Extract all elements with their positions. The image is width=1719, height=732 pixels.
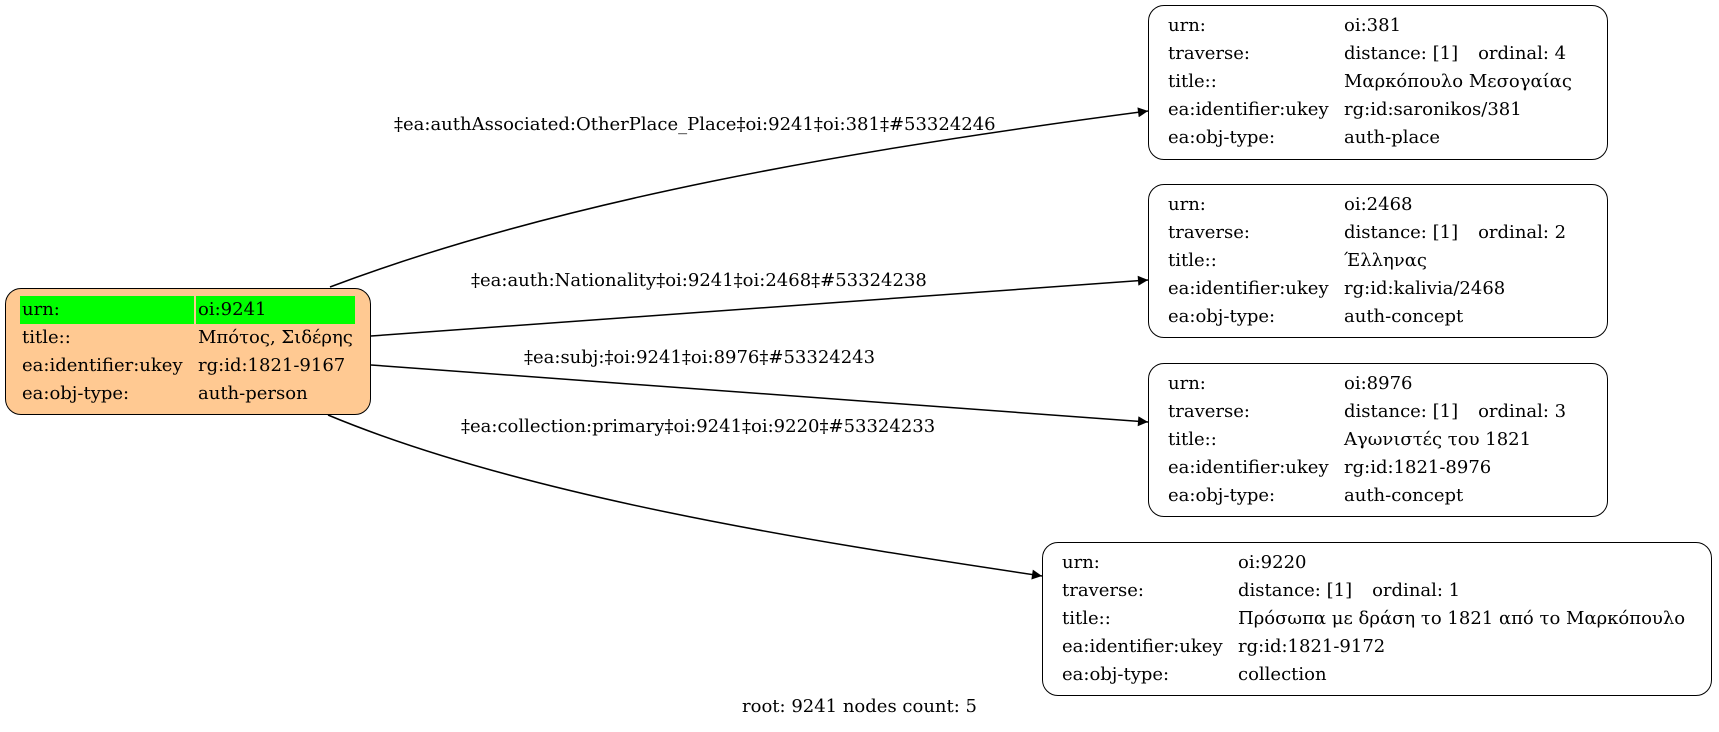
- edge-subject[interactable]: [370, 364, 1149, 427]
- type-key: ea:obj-type:: [1062, 664, 1170, 685]
- node-nationality[interactable]: urn: oi:2468 traverse: distance: [1] ordi…: [1148, 184, 1608, 338]
- type-value: auth-concept: [1344, 306, 1464, 327]
- ukey-key: ea:identifier:ukey: [1062, 636, 1223, 657]
- title-value: Μαρκόπουλο Μεσογαίας: [1344, 71, 1572, 92]
- title-key: title::: [22, 327, 71, 348]
- title-value: Μπότος, Σιδέρης: [198, 327, 353, 348]
- edge-collection[interactable]: [327, 414, 1043, 580]
- node-subject[interactable]: urn: oi:8976 traverse: distance: [1] ordi…: [1148, 363, 1608, 517]
- ukey-value: rg:id:1821-9172: [1238, 636, 1386, 657]
- title-value: Έλληνας: [1344, 250, 1427, 271]
- node-collection[interactable]: urn: oi:9220 traverse: distance: [1] ordi…: [1042, 542, 1712, 696]
- traverse-value: distance: [1] ordinal: 3: [1342, 398, 1568, 426]
- edge-label-subject: ‡ea:subj:‡oi:9241‡oi:8976‡#53324243: [524, 347, 875, 368]
- ordinal-value: ordinal: 1: [1372, 580, 1461, 601]
- urn-key: urn:: [1168, 15, 1206, 36]
- type-value: auth-concept: [1344, 485, 1464, 506]
- urn-value: oi:8976: [1344, 373, 1413, 394]
- ukey-value: rg:id:saronikos/381: [1344, 99, 1522, 120]
- distance-value: distance: [1]: [1344, 401, 1459, 422]
- edge-label-collection: ‡ea:collection:primary‡oi:9241‡oi:9220‡#…: [461, 416, 935, 437]
- urn-key: urn:: [20, 296, 194, 324]
- ukey-value: rg:id:1821-9167: [198, 355, 346, 376]
- traverse-value: distance: [1] ordinal: 2: [1342, 219, 1568, 247]
- ukey-value: rg:id:1821-8976: [1344, 457, 1492, 478]
- traverse-key: traverse:: [1168, 222, 1250, 243]
- type-value: auth-place: [1344, 127, 1440, 148]
- ordinal-value: ordinal: 2: [1478, 222, 1567, 243]
- type-value: collection: [1238, 664, 1327, 685]
- title-key: title::: [1168, 71, 1217, 92]
- urn-value: oi:9220: [1238, 552, 1307, 573]
- ukey-key: ea:identifier:ukey: [1168, 278, 1329, 299]
- urn-key: urn:: [1062, 552, 1100, 573]
- title-key: title::: [1062, 608, 1111, 629]
- urn-value: oi:2468: [1344, 194, 1413, 215]
- distance-value: distance: [1]: [1344, 43, 1459, 64]
- edge-place[interactable]: [329, 107, 1149, 288]
- urn-value: oi:381: [1344, 15, 1402, 36]
- traverse-value: distance: [1] ordinal: 1: [1236, 577, 1687, 605]
- edge-label-nationality: ‡ea:auth:Nationality‡oi:9241‡oi:2468‡#53…: [471, 270, 927, 291]
- traverse-value: distance: [1] ordinal: 4: [1342, 40, 1574, 68]
- ukey-key: ea:identifier:ukey: [1168, 99, 1329, 120]
- ukey-value: rg:id:kalivia/2468: [1344, 278, 1506, 299]
- type-value: auth-person: [198, 383, 308, 404]
- root-node[interactable]: urn: oi:9241 title:: Μπότος, Σιδέρης ea:…: [5, 288, 371, 415]
- graph-footer: root: 9241 nodes count: 5: [742, 696, 977, 717]
- node-place[interactable]: urn: oi:381 traverse: distance: [1] ordin…: [1148, 5, 1608, 160]
- traverse-key: traverse:: [1168, 401, 1250, 422]
- urn-key: urn:: [1168, 194, 1206, 215]
- distance-value: distance: [1]: [1344, 222, 1459, 243]
- distance-value: distance: [1]: [1238, 580, 1353, 601]
- traverse-key: traverse:: [1062, 580, 1144, 601]
- title-key: title::: [1168, 429, 1217, 450]
- traverse-key: traverse:: [1168, 43, 1250, 64]
- ukey-key: ea:identifier:ukey: [22, 355, 183, 376]
- ordinal-value: ordinal: 4: [1478, 43, 1567, 64]
- ukey-key: ea:identifier:ukey: [1168, 457, 1329, 478]
- urn-key: urn:: [1168, 373, 1206, 394]
- title-value: Αγωνιστές του 1821: [1344, 429, 1532, 450]
- type-key: ea:obj-type:: [1168, 306, 1276, 327]
- title-value: Πρόσωπα με δράση το 1821 από το Μαρκόπου…: [1238, 608, 1686, 629]
- type-key: ea:obj-type:: [1168, 485, 1276, 506]
- edge-nationality[interactable]: [370, 275, 1149, 337]
- ordinal-value: ordinal: 3: [1478, 401, 1567, 422]
- title-key: title::: [1168, 250, 1217, 271]
- edge-label-place: ‡ea:authAssociated:OtherPlace_Place‡oi:9…: [394, 114, 996, 135]
- type-key: ea:obj-type:: [1168, 127, 1276, 148]
- urn-value: oi:9241: [196, 296, 355, 324]
- type-key: ea:obj-type:: [22, 383, 130, 404]
